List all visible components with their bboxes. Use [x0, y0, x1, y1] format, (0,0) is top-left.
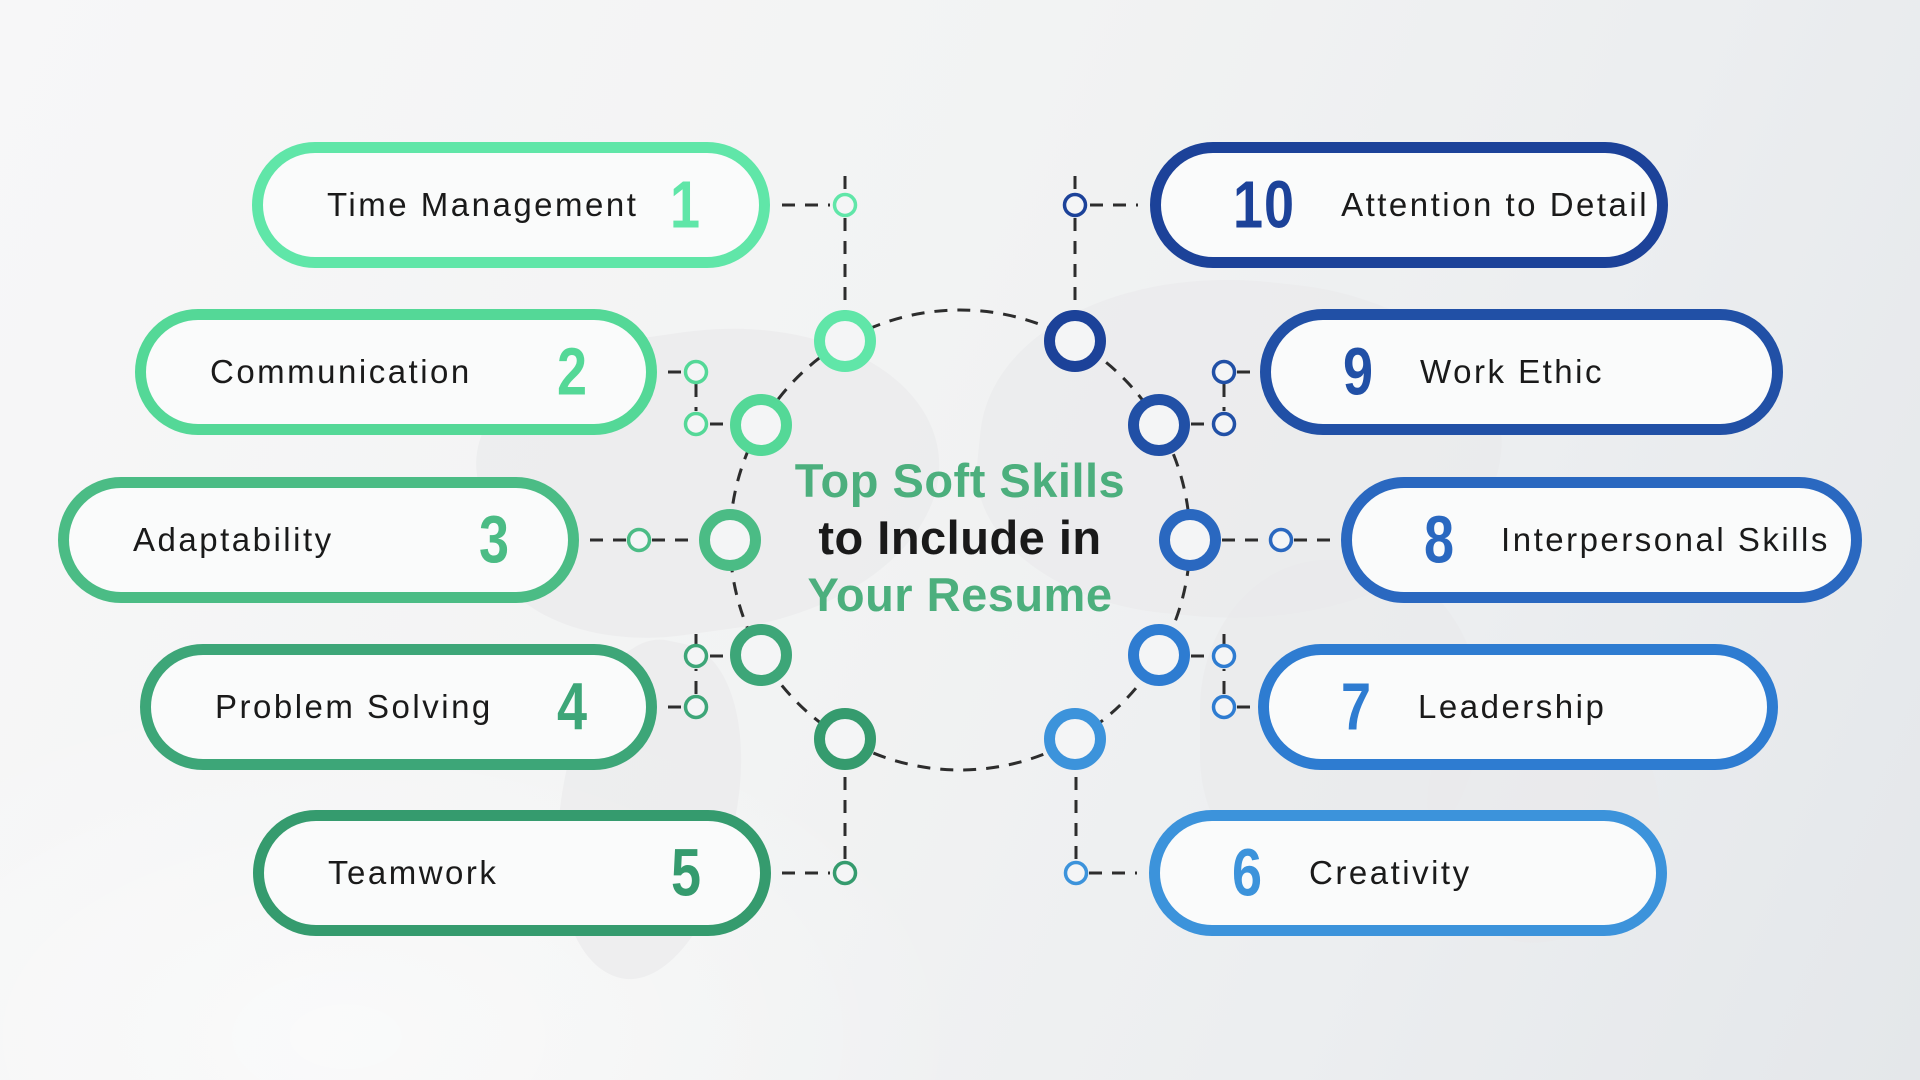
- dot-skill-7a: [1211, 643, 1237, 669]
- page-title: Top Soft Skills to Include in Your Resum…: [660, 452, 1260, 623]
- skill-label: Teamwork: [328, 854, 499, 891]
- dot-skill-4b: [683, 694, 709, 720]
- dot-skill-9b: [1211, 411, 1237, 437]
- ring-node-skill-5: [814, 708, 876, 770]
- skill-number: 9: [1343, 334, 1375, 410]
- title-line-3: Your Resume: [807, 568, 1113, 621]
- connector-skill-6: [1074, 771, 1137, 875]
- dot-skill-8: [1268, 527, 1294, 553]
- ring-node-skill-8: [1159, 509, 1221, 571]
- dot-skill-1: [832, 192, 858, 218]
- ring-node-skill-1: [814, 310, 876, 372]
- skill-number: 4: [556, 669, 588, 745]
- skill-pill-problem-solving: Problem Solving 4: [140, 644, 657, 770]
- dot-skill-2a: [683, 359, 709, 385]
- skill-number: 2: [556, 334, 588, 410]
- ring-node-skill-10: [1044, 310, 1106, 372]
- dot-skill-7b: [1211, 694, 1237, 720]
- skill-label: Attention to Detail: [1341, 186, 1650, 223]
- dot-skill-4a: [683, 643, 709, 669]
- ring-node-skill-2: [730, 394, 792, 456]
- connector-dots: [626, 192, 1294, 886]
- skill-pill-leadership: 7 Leadership: [1258, 644, 1778, 770]
- title-line-2: to Include in: [818, 511, 1102, 564]
- skill-number: 10: [1233, 167, 1296, 243]
- skill-number: 8: [1424, 502, 1456, 578]
- connector-skill-4: [668, 634, 729, 709]
- skill-label: Communication: [210, 353, 472, 390]
- skill-label: Problem Solving: [215, 688, 493, 725]
- skill-pill-attention-to-detail: 10 Attention to Detail: [1150, 142, 1668, 268]
- skill-number: 6: [1232, 835, 1264, 911]
- title-line-1: Top Soft Skills: [794, 454, 1126, 507]
- skill-pill-time-management: Time Management 1: [252, 142, 770, 268]
- skill-pill-teamwork: Teamwork 5: [253, 810, 771, 936]
- ring-node-skill-4: [730, 624, 792, 686]
- skill-number: 7: [1341, 669, 1373, 745]
- ring-node-skill-3: [699, 509, 761, 571]
- skill-pill-adaptability: Adaptability 3: [58, 477, 579, 603]
- skill-label: Creativity: [1309, 854, 1472, 891]
- connector-skill-9: [1191, 370, 1252, 426]
- skill-pill-interpersonal-skills: 8 Interpersonal Skills: [1341, 477, 1862, 603]
- skill-pill-communication: Communication 2: [135, 309, 657, 435]
- dot-skill-6: [1063, 860, 1089, 886]
- connector-skill-10: [1073, 176, 1138, 311]
- connector-skill-5: [782, 771, 847, 875]
- skill-pill-work-ethic: 9 Work Ethic: [1260, 309, 1783, 435]
- connector-skill-2: [668, 370, 729, 426]
- skill-label: Leadership: [1418, 688, 1607, 725]
- skill-label: Work Ethic: [1420, 353, 1604, 390]
- dot-skill-9a: [1211, 359, 1237, 385]
- dot-skill-10: [1062, 192, 1088, 218]
- ring-node-skill-7: [1128, 624, 1190, 686]
- ring-node-skill-6: [1044, 708, 1106, 770]
- dot-skill-2b: [683, 411, 709, 437]
- skill-number: 5: [670, 835, 702, 911]
- skill-label: Interpersonal Skills: [1501, 521, 1830, 558]
- skill-number: 3: [478, 502, 510, 578]
- ring-node-skill-9: [1128, 394, 1190, 456]
- dot-skill-5: [832, 860, 858, 886]
- ring-nodes: [699, 310, 1221, 770]
- connector-skill-7: [1191, 634, 1252, 709]
- dot-skill-3: [626, 527, 652, 553]
- skill-number: 1: [669, 167, 701, 243]
- connector-skill-1: [782, 176, 847, 311]
- connector-lines: [590, 176, 1330, 875]
- skill-pill-creativity: 6 Creativity: [1149, 810, 1667, 936]
- skill-label: Time Management: [327, 186, 639, 223]
- skill-label: Adaptability: [133, 521, 334, 558]
